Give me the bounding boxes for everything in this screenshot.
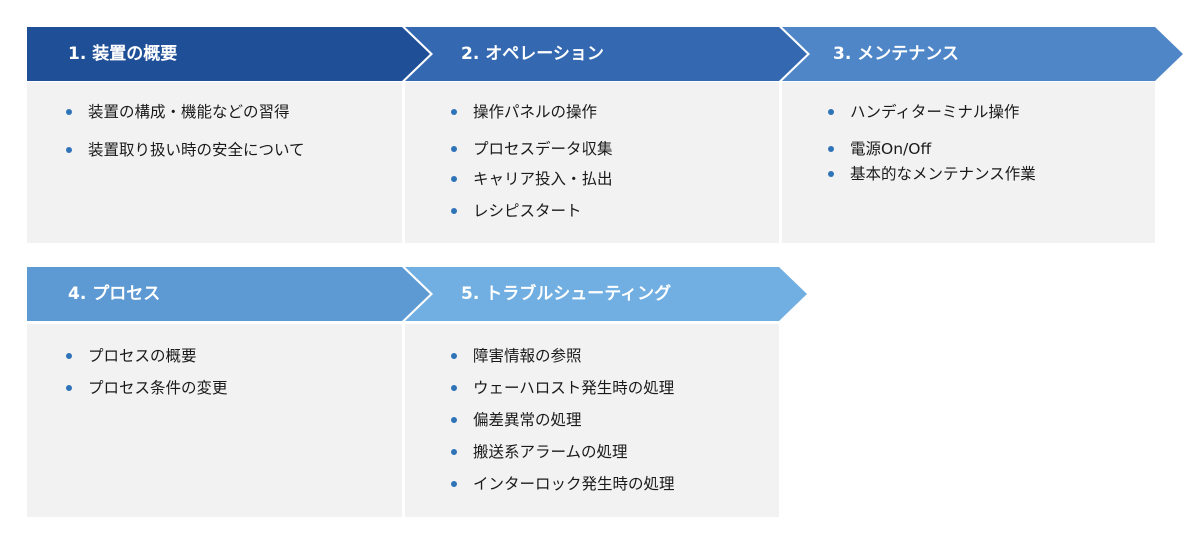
list-item: 基本的なメンテナンス作業 xyxy=(828,164,1036,184)
list-item: ウェーハロスト発生時の処理 xyxy=(451,378,675,398)
step-5-list: 障害情報の参照 ウェーハロスト発生時の処理 偏差異常の処理 搬送系アラームの処理… xyxy=(451,346,675,494)
list-item: 偏差異常の処理 xyxy=(451,410,675,430)
step-3-banner xyxy=(782,27,1183,81)
step-4-banner xyxy=(27,267,430,321)
list-item: レシピスタート xyxy=(451,201,613,221)
list-item: ハンディターミナル操作 xyxy=(828,102,1036,122)
list-item: プロセスの概要 xyxy=(66,346,228,366)
step-1-title: 1. 装置の概要 xyxy=(68,44,178,64)
list-item: 操作パネルの操作 xyxy=(451,102,613,122)
list-item: 電源On/Off xyxy=(828,139,1036,159)
step-1-card xyxy=(27,82,402,243)
step-5-title: 5. トラブルシューティング xyxy=(461,284,672,304)
step-2-list: 操作パネルの操作 プロセスデータ収集 キャリア投入・払出 レシピスタート xyxy=(451,102,613,221)
step-3-list: ハンディターミナル操作 電源On/Off 基本的なメンテナンス作業 xyxy=(828,102,1036,184)
list-item: 搬送系アラームの処理 xyxy=(451,442,675,462)
list-item: 装置取り扱い時の安全について xyxy=(66,140,305,160)
step-2-banner xyxy=(405,27,807,81)
list-item: 装置の構成・機能などの習得 xyxy=(66,102,305,122)
list-item: プロセス条件の変更 xyxy=(66,378,228,398)
step-1-banner xyxy=(27,27,430,81)
step-2-title: 2. オペレーション xyxy=(461,44,604,64)
list-item: プロセスデータ収集 xyxy=(451,139,613,159)
step-2-card xyxy=(405,82,779,243)
list-item: インターロック発生時の処理 xyxy=(451,474,675,494)
step-4-card xyxy=(27,324,402,517)
step-3-title: 3. メンテナンス xyxy=(833,44,959,64)
step-3-card xyxy=(782,82,1155,243)
step-4-title: 4. プロセス xyxy=(68,284,161,304)
list-item: 障害情報の参照 xyxy=(451,346,675,366)
step-1-list: 装置の構成・機能などの習得 装置取り扱い時の安全について xyxy=(66,102,305,160)
step-4-list: プロセスの概要 プロセス条件の変更 xyxy=(66,346,228,398)
step-5-card xyxy=(405,324,779,517)
step-5-banner xyxy=(405,267,807,321)
list-item: キャリア投入・払出 xyxy=(451,169,613,189)
